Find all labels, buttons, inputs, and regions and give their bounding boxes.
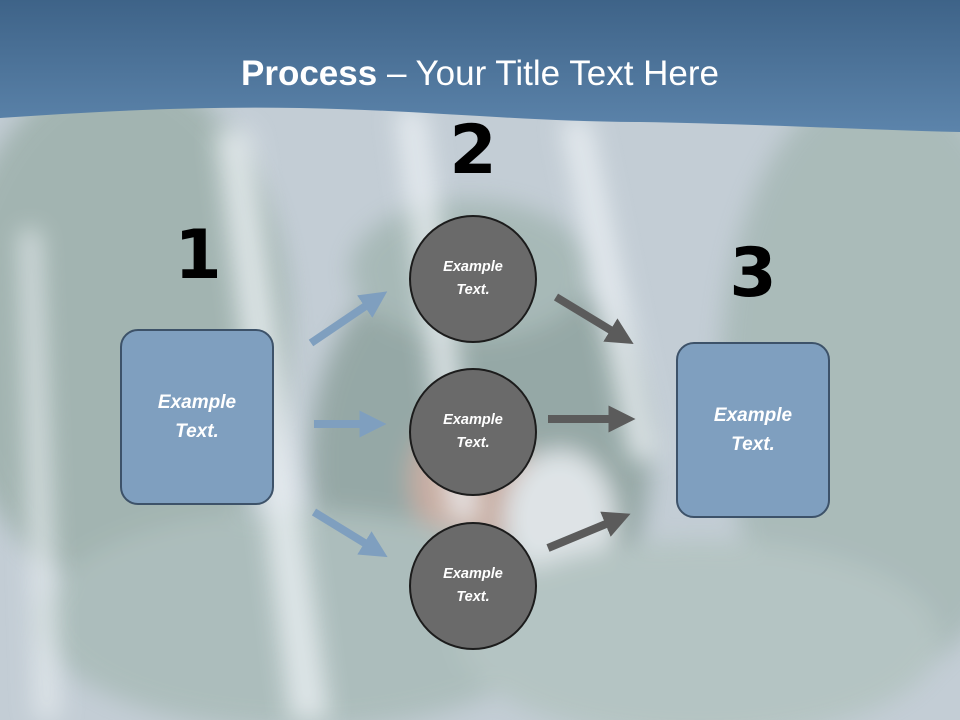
step-2-circle-bottom[interactable]: Example Text. [409,522,537,650]
arrow-bottom-to-3 [546,511,631,552]
step-3-box[interactable]: Example Text. [676,342,830,518]
arrow-1-to-top [308,291,388,347]
circle-middle-text-line1: Example [443,412,503,428]
step-1-text-line2: Text. [175,421,219,442]
arrow-top-to-3 [553,293,634,345]
slide-title: Process – Your Title Text Here [0,52,960,96]
step-number-2: 2 [449,111,497,190]
title-text: – Your Title Text Here [377,54,719,93]
circle-top-text-line1: Example [443,259,503,275]
title-bold-part: Process [241,54,378,93]
step-number-1: 1 [174,216,222,295]
step-2-circle-middle[interactable]: Example Text. [409,368,537,496]
step-2-circle-top[interactable]: Example Text. [409,215,537,343]
circle-top-text-line2: Text. [456,282,490,298]
circle-bottom-text-line2: Text. [456,589,490,605]
step-1-box[interactable]: Example Text. [120,329,274,505]
step-3-text-line2: Text. [731,434,775,455]
step-3-text-line1: Example [713,405,793,426]
circle-middle-text-line2: Text. [456,435,490,451]
step-1-text-line1: Example [157,392,237,413]
circle-bottom-text-line1: Example [443,566,503,582]
step-number-3: 3 [729,234,777,313]
arrow-1-to-bottom [311,508,388,558]
